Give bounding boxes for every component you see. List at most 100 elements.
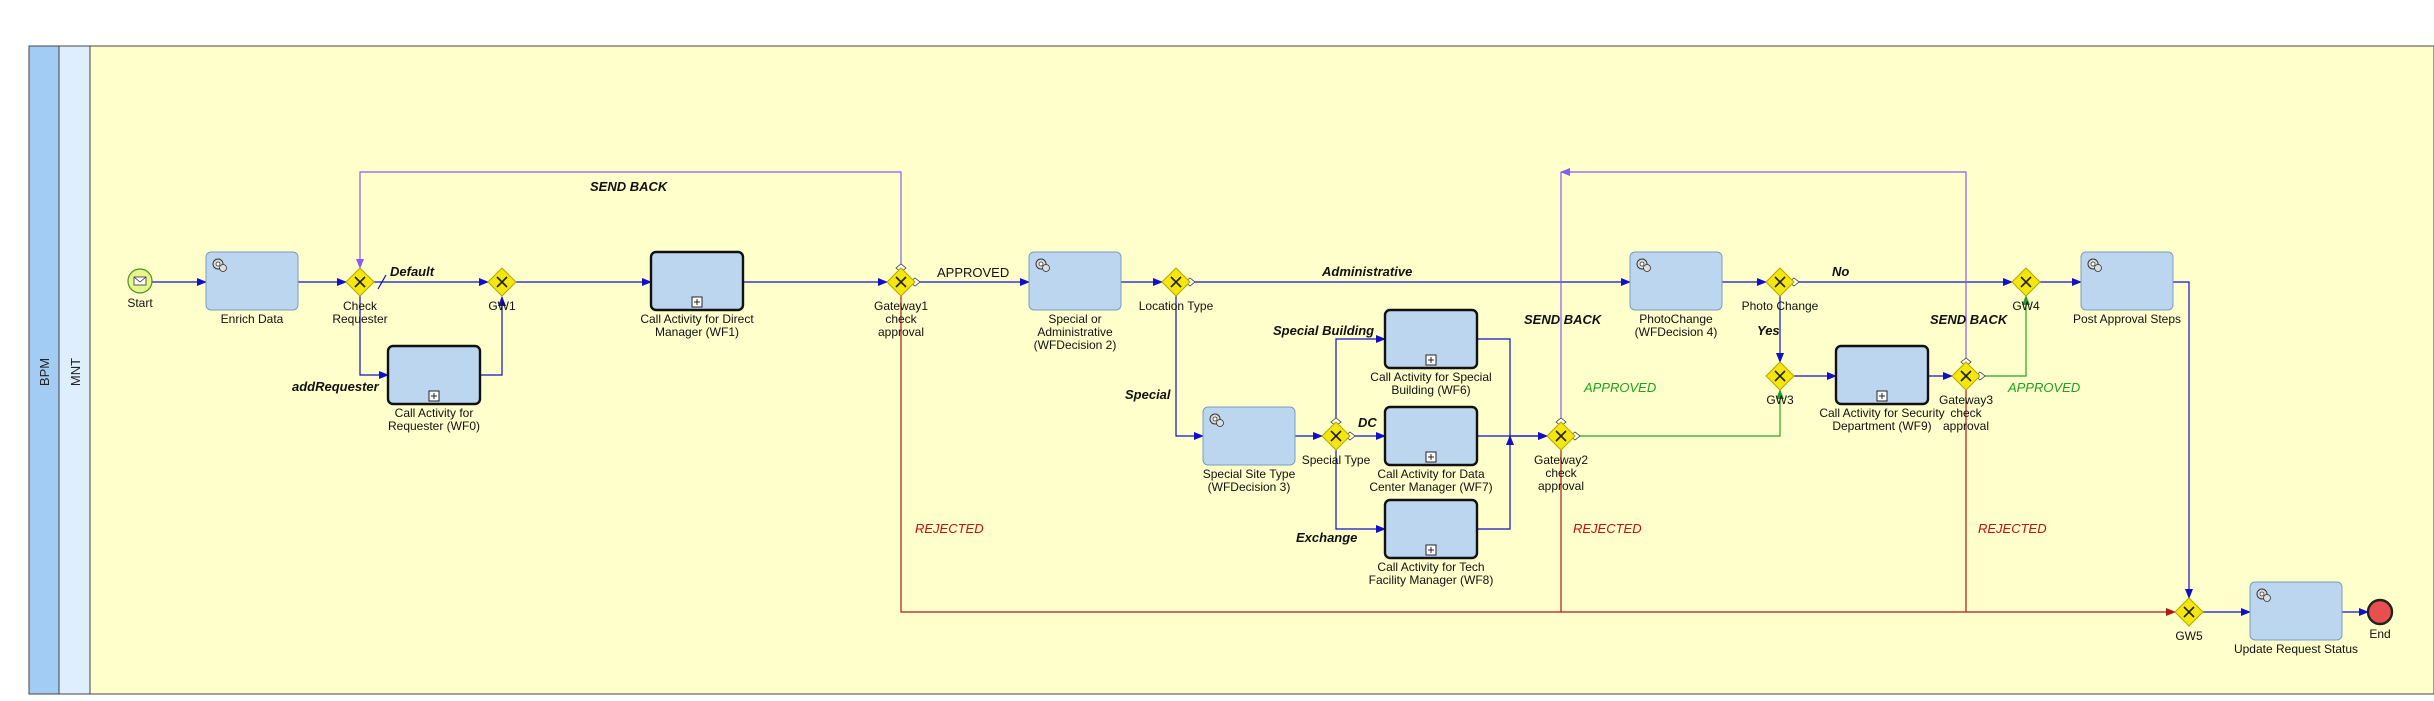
default-flow-slash: [377, 274, 387, 290]
exclusive-x-icon: [2183, 606, 2195, 618]
task-label-wf7-line-1: Center Manager (WF7): [1369, 480, 1492, 494]
flow-label-special_building: Special Building: [1273, 323, 1374, 338]
flow-label-approved_1: APPROVED: [937, 265, 1009, 280]
task-update[interactable]: Update Request Status: [2234, 581, 2358, 656]
exclusive-x-icon: [1960, 370, 1972, 382]
gateway-label-spectype-line-0: Special Type: [1302, 453, 1371, 467]
task-label-wf6-line-1: Building (WF6): [1391, 383, 1470, 397]
lane-header: [58, 45, 91, 695]
gateway-label-gw4-line-0: GW4: [2012, 299, 2040, 313]
task-box: [649, 250, 745, 312]
gateway-label-check_req-line-1: Requester: [332, 312, 387, 326]
gateway-label-gw3check-line-0: Gateway3: [1939, 393, 1993, 407]
task-label-wf9-line-0: Call Activity for Security: [1819, 406, 1944, 420]
task-box: [1383, 405, 1479, 467]
envelope-icon: [133, 276, 147, 286]
gateway-label-gw3check-line-2: approval: [1943, 419, 1989, 433]
gateway-label-gw1check-line-0: Gateway1: [874, 299, 928, 313]
flow-wf8-gw2: [1477, 435, 1514, 530]
plus-icon: [694, 299, 700, 305]
gear-icon: [1636, 258, 1651, 272]
task-label-enrich-line-0: Enrich Data: [221, 312, 284, 326]
task-box: [386, 344, 482, 406]
gateway-loctype[interactable]: Location Type: [1139, 267, 1214, 313]
task-box: [1202, 406, 1296, 466]
gear-icon: [1209, 413, 1224, 427]
task-label-wf1-line-1: Manager (WF1): [655, 325, 739, 339]
gateway-label-check_req-line-0: Check: [343, 299, 378, 313]
flow-label-rejected_3: REJECTED: [1978, 521, 2047, 536]
gear-icon: [212, 258, 227, 272]
exclusive-x-icon: [1330, 430, 1342, 442]
flow-label-send_back_3: SEND BACK: [1930, 312, 2009, 327]
end-event[interactable]: End: [2366, 598, 2394, 641]
gateway-label-gw2check-line-2: approval: [1538, 479, 1584, 493]
flow-label-special: Special: [1125, 387, 1171, 402]
task-label-wf1-line-0: Call Activity for Direct: [640, 312, 754, 326]
flow-label-send_back_2: SEND BACK: [1524, 312, 1603, 327]
task-enrich[interactable]: Enrich Data: [205, 251, 299, 326]
task-label-wf0-line-1: Requester (WF0): [388, 419, 480, 433]
gateway-label-gw1check-line-2: approval: [878, 325, 924, 339]
task-label-wfd4-line-0: PhotoChange: [1639, 312, 1713, 326]
task-box: [1834, 344, 1930, 406]
task-label-wf9-line-1: Department (WF9): [1832, 419, 1931, 433]
plus-icon: [1428, 454, 1434, 460]
task-wfd3[interactable]: Special Site Type(WFDecision 3): [1202, 406, 1296, 494]
gear-icon: [2087, 258, 2102, 272]
task-wfd4[interactable]: PhotoChange(WFDecision 4): [1629, 251, 1723, 339]
gateway-label-gw1check-line-1: check: [885, 312, 917, 326]
exclusive-x-icon: [1774, 370, 1786, 382]
flow-label-rejected_2: REJECTED: [1573, 521, 1642, 536]
task-box: [1383, 498, 1479, 560]
plus-icon: [1428, 547, 1434, 553]
task-box: [2080, 251, 2174, 311]
flow-label-approved_3: APPROVED: [2007, 380, 2080, 395]
gateway-label-gw3-line-0: GW3: [1766, 393, 1794, 407]
gear-icon: [2256, 588, 2271, 602]
exclusive-x-icon: [1555, 430, 1567, 442]
gateway-photochange[interactable]: Photo Change: [1742, 267, 1819, 313]
flow-approved-gw3check-gw4: [1980, 295, 2030, 377]
gateway-spectype[interactable]: Special Type: [1302, 421, 1371, 467]
exclusive-x-icon: [1170, 276, 1182, 288]
flow-special: [1175, 296, 1204, 440]
flow-wf0-gw1: [480, 296, 506, 376]
gateway-gw4[interactable]: GW4: [2011, 267, 2041, 313]
envelope-flap: [133, 276, 147, 283]
flow-label-dc: DC: [1358, 415, 1377, 430]
task-label-wf6-line-0: Call Activity for Special: [1370, 370, 1491, 384]
flow-label-exchange: Exchange: [1296, 530, 1357, 545]
flow-label-approved_2: APPROVED: [1583, 380, 1656, 395]
exclusive-x-icon: [895, 276, 907, 288]
flow-label-no: No: [1832, 264, 1849, 279]
gateway-gw5[interactable]: GW5: [2174, 597, 2204, 643]
plus-icon: [1879, 393, 1885, 399]
flow-label-add_requester: addRequester: [292, 379, 380, 394]
start-event[interactable]: Start: [127, 268, 153, 310]
task-label-wf7-line-0: Call Activity for Data: [1377, 467, 1485, 481]
task-label-wfd3-line-1: (WFDecision 3): [1208, 480, 1291, 494]
gateway-gw3[interactable]: GW3: [1765, 361, 1795, 407]
gateway-gw1[interactable]: GW1: [487, 267, 517, 313]
task-label-wf8-line-1: Facility Manager (WF8): [1369, 573, 1494, 587]
flow-label-default: Default: [390, 264, 435, 279]
gateway-label-gw5-line-0: GW5: [2175, 629, 2203, 643]
task-box: [1383, 308, 1479, 370]
task-post[interactable]: Post Approval Steps: [2073, 251, 2181, 326]
gateway-label-photochange-line-0: Photo Change: [1742, 299, 1819, 313]
task-label-wfd2-line-2: (WFDecision 2): [1034, 338, 1117, 352]
